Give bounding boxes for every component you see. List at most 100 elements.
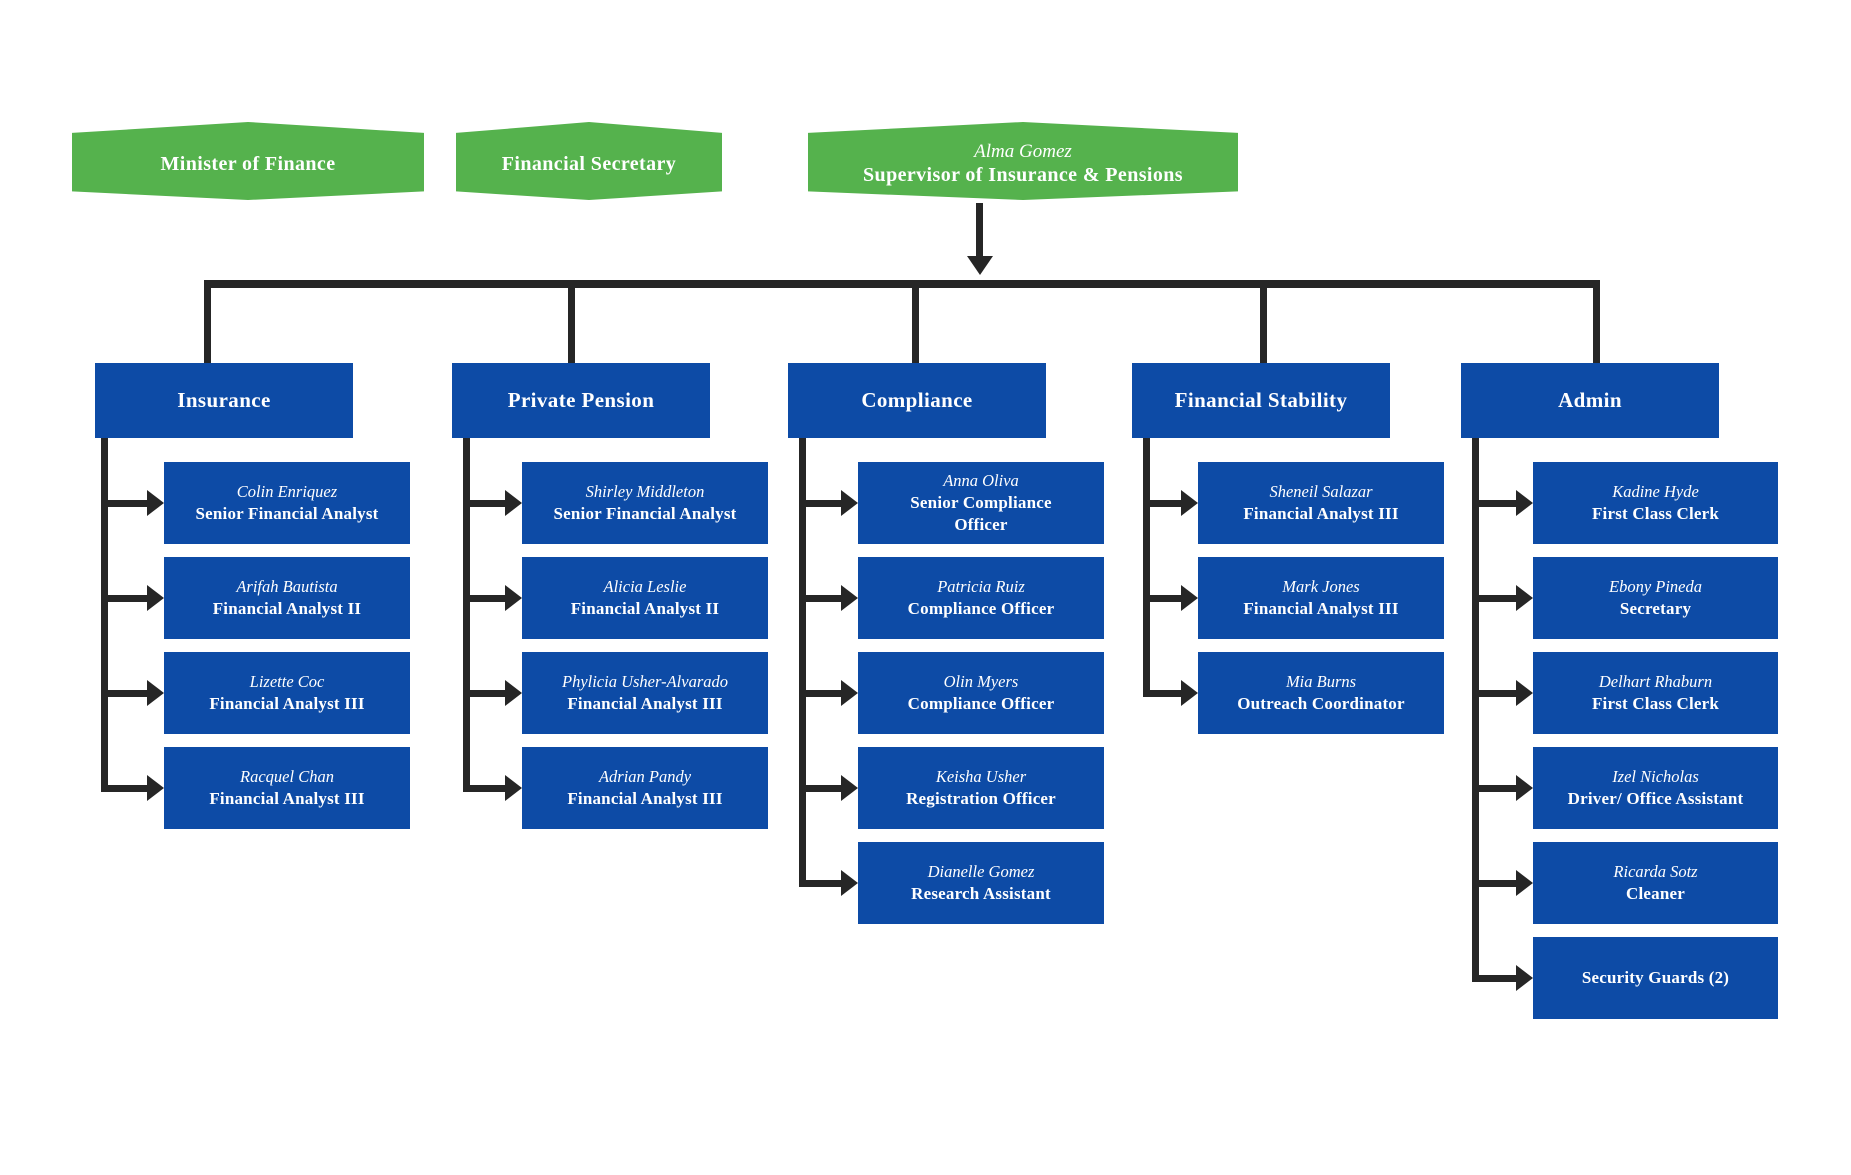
branch-arrow-line [799, 879, 841, 887]
member-title: Financial Analyst III [567, 788, 723, 808]
member-box: Arifah Bautista Financial Analyst II [164, 557, 410, 639]
member-box: Shirley Middleton Senior Financial Analy… [522, 462, 768, 544]
top-node-supervisor: Alma Gomez Supervisor of Insurance & Pen… [808, 122, 1238, 200]
branch-arrowhead-icon [147, 775, 164, 801]
branch-arrow [1472, 680, 1533, 706]
branch-arrow-line [799, 594, 841, 602]
member-title: Outreach Coordinator [1237, 693, 1405, 713]
branch-arrow-line [799, 784, 841, 792]
drop-line-insurance [204, 282, 211, 363]
branch-arrow-line [1472, 879, 1516, 887]
branch-arrowhead-icon [505, 585, 522, 611]
branch-arrowhead-icon [1516, 870, 1533, 896]
member-box: Dianelle Gomez Research Assistant [858, 842, 1104, 924]
member-title: Financial Analyst II [212, 598, 362, 618]
branch-arrow-line [101, 689, 147, 697]
branch-arrow [799, 680, 858, 706]
branch-arrow [101, 775, 164, 801]
member-title: Financial Analyst III [567, 693, 723, 713]
member-box: Kadine Hyde First Class Clerk [1533, 462, 1778, 544]
member-name: Phylicia Usher-Alvarado [561, 672, 728, 692]
branch-arrow-line [1143, 594, 1181, 602]
branch-arrow [463, 680, 522, 706]
member-box: Alicia Leslie Financial Analyst II [522, 557, 768, 639]
member-box: Anna Oliva Senior Compliance Officer [858, 462, 1104, 544]
branch-arrow [799, 775, 858, 801]
member-title: First Class Clerk [1591, 693, 1720, 713]
branch-arrow [1472, 585, 1533, 611]
member-name: Ebony Pineda [1608, 577, 1702, 597]
branch-arrowhead-icon [841, 775, 858, 801]
branch-arrowhead-icon [147, 585, 164, 611]
member-name: Patricia Ruiz [937, 577, 1025, 597]
top-node-person-name: Alma Gomez [974, 140, 1072, 162]
branch-arrowhead-icon [841, 585, 858, 611]
member-box: Keisha Usher Registration Officer [858, 747, 1104, 829]
drop-line-private-pension [568, 282, 575, 363]
top-node-title: Financial Secretary [501, 152, 677, 175]
dept-header-admin: Admin [1461, 363, 1719, 438]
branch-arrowhead-icon [505, 490, 522, 516]
member-title: Research Assistant [911, 883, 1051, 903]
member-box: Colin Enriquez Senior Financial Analyst [164, 462, 410, 544]
member-name: Colin Enriquez [236, 482, 338, 502]
dept-header-compliance: Compliance [788, 363, 1046, 438]
member-name: Alicia Leslie [603, 577, 687, 597]
member-title: Financial Analyst III [209, 693, 365, 713]
branch-arrowhead-icon [147, 490, 164, 516]
branch-arrow [799, 870, 858, 896]
member-name: Delhart Rhaburn [1598, 672, 1713, 692]
member-title: Senior Financial Analyst [195, 503, 379, 523]
drop-line-admin [1593, 282, 1600, 363]
trunk-line-admin [1472, 438, 1479, 982]
trunk-line-compliance [799, 438, 806, 887]
branch-arrow-line [1143, 689, 1181, 697]
member-name: Mark Jones [1282, 577, 1360, 597]
branch-arrowhead-icon [505, 775, 522, 801]
branch-arrowhead-icon [1516, 965, 1533, 991]
member-name: Arifah Bautista [236, 577, 338, 597]
branch-arrowhead-icon [147, 680, 164, 706]
branch-arrow [463, 775, 522, 801]
member-name: Sheneil Salazar [1269, 482, 1373, 502]
branch-arrowhead-icon [1181, 490, 1198, 516]
branch-arrow-line [463, 499, 505, 507]
member-title: Financial Analyst III [1243, 503, 1399, 523]
member-title: Security Guards (2) [1581, 967, 1730, 987]
branch-arrow-line [463, 594, 505, 602]
member-box: Security Guards (2) [1533, 937, 1778, 1019]
member-box: Sheneil Salazar Financial Analyst III [1198, 462, 1444, 544]
branch-arrow [1143, 490, 1198, 516]
branch-arrow-line [463, 689, 505, 697]
dept-header-insurance: Insurance [95, 363, 353, 438]
member-name: Izel Nicholas [1612, 767, 1699, 787]
branch-arrow [463, 490, 522, 516]
member-box: Lizette Coc Financial Analyst III [164, 652, 410, 734]
branch-arrow-line [1143, 499, 1181, 507]
dept-header-private-pension: Private Pension [452, 363, 710, 438]
drop-line-compliance [912, 282, 919, 363]
member-name: Ricarda Sotz [1613, 862, 1698, 882]
branch-arrow [101, 680, 164, 706]
branch-arrow [799, 585, 858, 611]
member-title: Registration Officer [906, 788, 1056, 808]
top-node-financial-secretary: Financial Secretary [456, 122, 722, 200]
member-title: Driver/ Office Assistant [1567, 788, 1744, 808]
supervisor-down-arrowhead [967, 256, 993, 275]
member-name: Olin Myers [943, 672, 1019, 692]
branch-arrow-line [101, 784, 147, 792]
trunk-line-insurance [101, 438, 108, 792]
top-node-title: Supervisor of Insurance & Pensions [863, 164, 1183, 187]
member-title: Cleaner [1626, 883, 1685, 903]
member-title: Senior Compliance Officer [910, 492, 1052, 534]
branch-arrowhead-icon [841, 490, 858, 516]
member-box: Delhart Rhaburn First Class Clerk [1533, 652, 1778, 734]
branch-arrow-line [799, 689, 841, 697]
branch-arrow-line [463, 784, 505, 792]
member-title: Compliance Officer [907, 598, 1055, 618]
branch-arrowhead-icon [1516, 490, 1533, 516]
member-title: Compliance Officer [907, 693, 1055, 713]
branch-arrow-line [1472, 594, 1516, 602]
branch-arrow [1472, 775, 1533, 801]
